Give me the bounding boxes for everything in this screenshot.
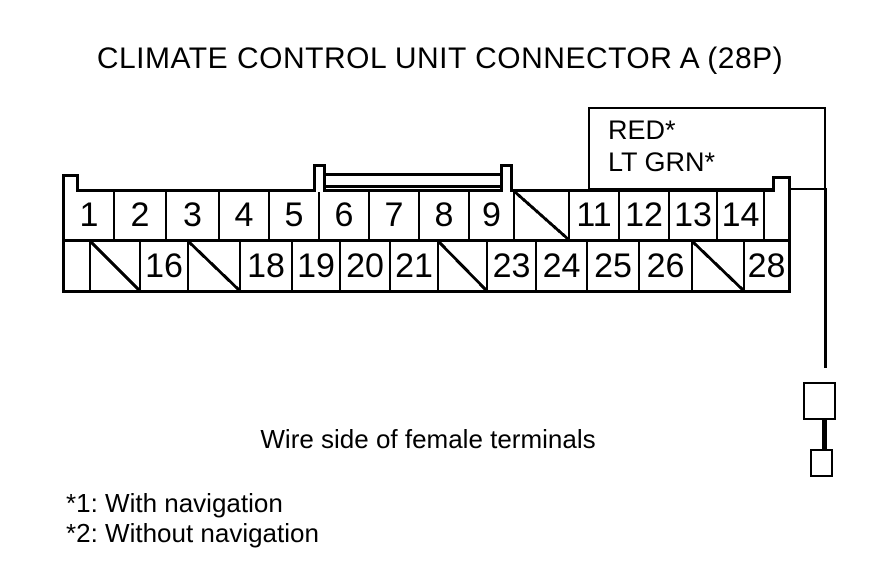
wire-color-line-1: RED* [608, 115, 676, 145]
terminal-link-line [822, 419, 827, 449]
pin-cell-unused [189, 242, 241, 290]
pin-cell-2: 2 [115, 192, 167, 239]
pin-cell-9: 9 [470, 192, 515, 239]
pin-cell-26: 26 [640, 242, 693, 290]
latch-bar [326, 173, 502, 188]
pin-cell-5: 5 [270, 192, 320, 239]
latch-post-left [313, 164, 326, 192]
pin-cell-16: 16 [141, 242, 189, 290]
pin-cell-6: 6 [320, 192, 370, 239]
pin-cell-25: 25 [588, 242, 640, 290]
pin-cell-24: 24 [537, 242, 588, 290]
diagram-title: CLIMATE CONTROL UNIT CONNECTOR A (28P) [96, 42, 784, 75]
pointer-line [824, 188, 827, 368]
pin-cell-unused [439, 242, 488, 290]
pin-cell-11: 11 [570, 192, 620, 239]
terminal-symbol-small [810, 449, 833, 477]
pin-cell-unused [515, 192, 570, 239]
pin-cell-13: 13 [670, 192, 718, 239]
footnotes: *1: With navigation *2: Without navigati… [66, 488, 319, 548]
housing-tab-right [772, 176, 791, 192]
pin-cell-3: 3 [167, 192, 220, 239]
pin-cell-21: 21 [391, 242, 439, 290]
pin-cell-28: 28 [747, 246, 786, 285]
wire-color-line-2: LT GRN* [608, 147, 716, 177]
pin-cell-blank [765, 192, 788, 239]
pin-cell-unused [91, 242, 141, 290]
wire-side-caption: Wire side of female terminals [260, 424, 596, 454]
pin-cell-14: 14 [718, 192, 765, 239]
pin-cell-18: 18 [241, 242, 293, 290]
latch-post-right [500, 164, 513, 192]
pin-cell-19: 19 [293, 242, 341, 290]
terminal-symbol-large [803, 382, 836, 420]
footnote-2: *2: Without navigation [66, 518, 319, 548]
wire-color-label-box: RED* LT GRN* [588, 107, 826, 190]
pin-cell-unused [693, 242, 745, 290]
pin-cell-23: 23 [488, 242, 537, 290]
pin-cell-blank [65, 242, 91, 290]
pin-cell-20: 20 [341, 242, 391, 290]
pin-cell-4: 4 [220, 192, 270, 239]
housing-tab-left [62, 174, 79, 192]
pin-cell-12: 12 [620, 192, 670, 239]
pin-cell-1: 1 [65, 192, 115, 239]
footnote-1: *1: With navigation [66, 488, 283, 518]
pin-cell-7: 7 [370, 192, 420, 239]
pin-cell-8: 8 [420, 192, 470, 239]
